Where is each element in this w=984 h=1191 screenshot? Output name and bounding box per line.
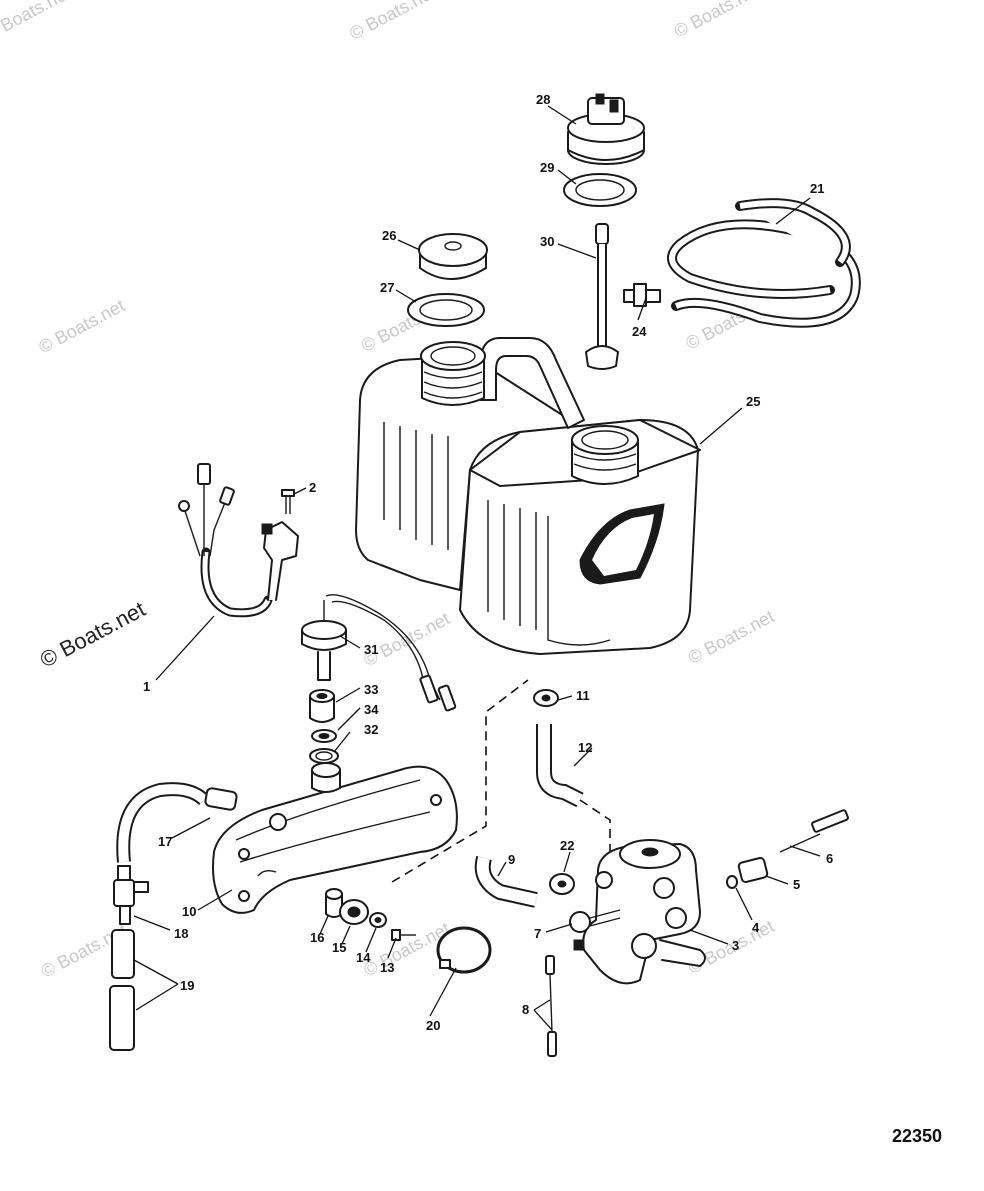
part-11-clamp (533, 689, 559, 707)
callouts: 1 2 3 4 5 6 7 8 9 10 11 12 13 14 15 16 1… (143, 92, 833, 1033)
callout-10: 10 (182, 904, 196, 919)
callout-15: 15 (332, 940, 346, 955)
callout-27: 27 (380, 280, 394, 295)
callout-25: 25 (746, 394, 760, 409)
part-13-screw (391, 929, 416, 941)
callout-13: 13 (380, 960, 394, 975)
callout-18: 18 (174, 926, 188, 941)
callout-29: 29 (540, 160, 554, 175)
part-15-grommet (339, 899, 369, 925)
part-26-filler-cap (418, 233, 488, 280)
callout-34: 34 (364, 702, 379, 717)
callout-12: 12 (578, 740, 592, 755)
part-12-hose (536, 724, 584, 808)
part-32-o-ring (309, 748, 339, 764)
callout-5: 5 (793, 877, 800, 892)
watermark: © Boats.net (36, 596, 150, 672)
callout-31: 31 (364, 642, 378, 657)
callout-2: 2 (309, 480, 316, 495)
callout-33: 33 (364, 682, 378, 697)
part-1-wire-harness (178, 463, 299, 618)
part-27-gasket (407, 293, 485, 327)
part-2-screw (281, 489, 295, 514)
part-8-link-rod (545, 955, 557, 1057)
callout-4: 4 (752, 920, 760, 935)
callout-17: 17 (158, 834, 172, 849)
callout-32: 32 (364, 722, 378, 737)
leader-lines (133, 105, 821, 1031)
part-24-fitting (623, 283, 661, 307)
part-30-pickup-tube (585, 223, 619, 370)
part-6-cable (779, 809, 849, 853)
callout-28: 28 (536, 92, 550, 107)
callout-24: 24 (632, 324, 647, 339)
callout-16: 16 (310, 930, 324, 945)
part-5-fitting (737, 857, 769, 883)
callout-20: 20 (426, 1018, 440, 1033)
callout-7: 7 (534, 926, 541, 941)
watermark: © Boats.net (35, 295, 128, 357)
part-3-oil-pump (573, 839, 706, 985)
callout-22: 22 (560, 838, 574, 853)
callout-6: 6 (826, 851, 833, 866)
part-21-hose (667, 198, 861, 328)
watermark: © Boats.net (0, 0, 74, 44)
part-28-sender-cap (567, 93, 645, 165)
part-34-washer (311, 729, 337, 743)
watermark: © Boats.net (360, 608, 453, 670)
callout-21: 21 (810, 181, 824, 196)
callout-19: 19 (180, 978, 194, 993)
part-33-grommet (309, 689, 335, 723)
part-9-hose (474, 855, 538, 908)
callout-9: 9 (508, 852, 515, 867)
watermark: © Boats.net (671, 0, 764, 41)
part-4-o-ring (726, 875, 738, 889)
callout-14: 14 (356, 950, 371, 965)
part-17-hose (116, 782, 238, 863)
callout-26: 26 (382, 228, 396, 243)
part-29-gasket (563, 173, 637, 207)
callout-30: 30 (540, 234, 554, 249)
drawing-number: 22350 (892, 1126, 942, 1146)
part-25-oil-tank (355, 337, 701, 655)
watermark: © Boats.net (346, 0, 439, 44)
callout-1: 1 (143, 679, 150, 694)
part-7-screw (569, 909, 621, 933)
part-10-reservoir (212, 762, 458, 914)
callout-3: 3 (732, 938, 739, 953)
part-19-hoses (109, 929, 135, 1051)
part-18-tee-fitting (113, 865, 149, 925)
part-22-clamp (549, 873, 575, 895)
part-14-washer (369, 912, 387, 928)
callout-8: 8 (522, 1002, 529, 1017)
watermark: © Boats.net (685, 606, 778, 668)
part-20-clamp (436, 926, 492, 974)
callout-11: 11 (576, 688, 590, 703)
hose-routing-line (391, 679, 529, 883)
part-31-level-sender (301, 594, 457, 712)
